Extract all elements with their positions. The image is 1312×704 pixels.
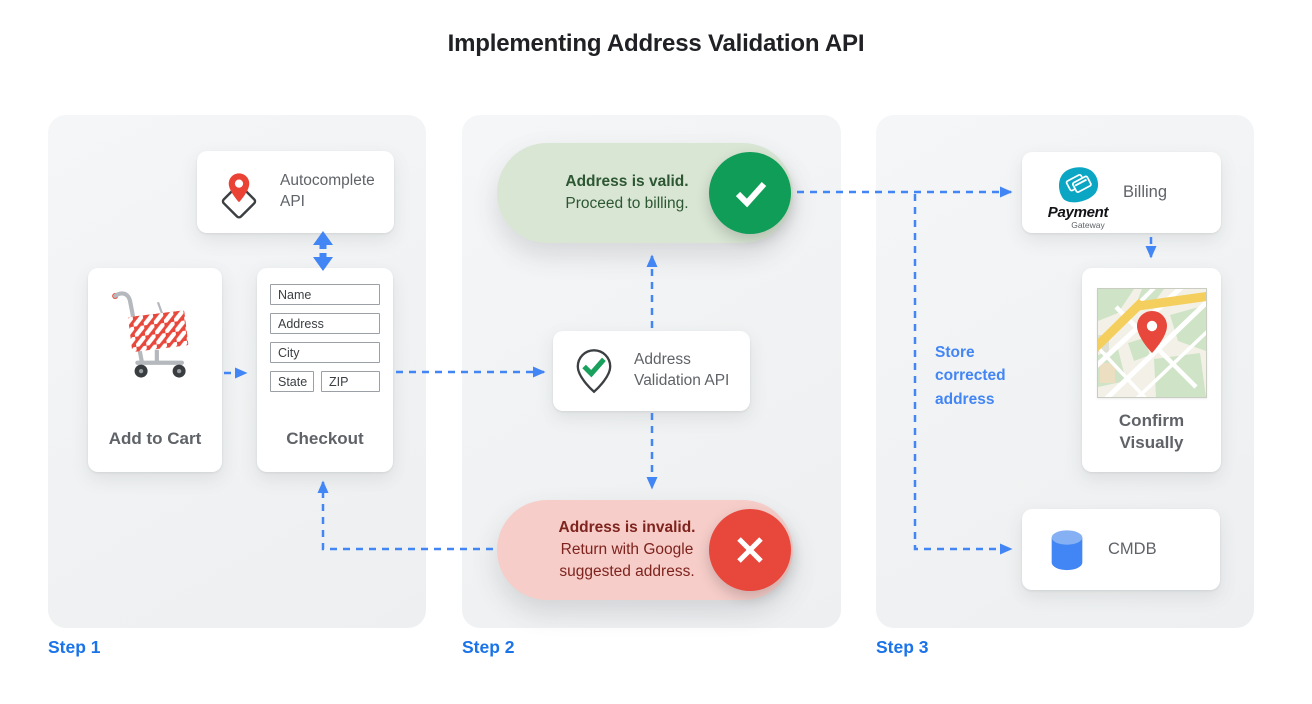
cmdb-label: CMDB (1108, 540, 1157, 559)
checkout-label: Checkout (286, 428, 364, 448)
invalid-subtitle: Return with Google suggested address. (559, 541, 695, 580)
step-2-label: Step 2 (462, 637, 515, 657)
panel-step-3: Payment Gateway Billing (876, 115, 1254, 628)
checkout-card: Name Address City State ZIP Checkout (257, 268, 393, 472)
address-valid-pill: Address is valid. Proceed to billing. (497, 143, 793, 243)
address-validation-api-label: Address Validation API (634, 351, 730, 389)
valid-title: Address is valid. (565, 173, 689, 190)
state-field[interactable]: State (270, 371, 314, 392)
add-to-cart-label: Add to Cart (108, 428, 202, 448)
cmdb-card: CMDB (1022, 509, 1220, 590)
shopping-cart-icon (104, 282, 206, 386)
checkout-form: Name Address City State ZIP (257, 268, 393, 392)
payment-logo-name: Payment (1047, 204, 1109, 221)
zip-field[interactable]: ZIP (321, 371, 380, 392)
panel-step-2: Address is valid. Proceed to billing. Ad… (462, 115, 841, 628)
map-thumbnail (1088, 281, 1213, 405)
valid-subtitle: Proceed to billing. (565, 195, 689, 212)
map-pin-diamond-icon (211, 164, 267, 220)
name-field[interactable]: Name (270, 284, 380, 305)
page-title: Implementing Address Validation API (447, 30, 865, 57)
check-icon (709, 152, 791, 234)
address-validation-api-card: Address Validation API (553, 331, 750, 411)
step-3-label: Step 3 (876, 637, 929, 657)
step-1-label: Step 1 (48, 637, 101, 657)
add-to-cart-card: Add to Cart (88, 268, 222, 472)
billing-label: Billing (1123, 183, 1168, 201)
autocomplete-api-card: Autocomplete API (197, 151, 394, 233)
payment-logo-subtitle: Gateway (1071, 220, 1105, 230)
database-icon (1044, 525, 1090, 575)
address-field[interactable]: Address (270, 313, 380, 334)
invalid-title: Address is invalid. (558, 519, 696, 536)
map-pin-check-icon (567, 344, 621, 398)
autocomplete-api-label: Autocomplete API (280, 172, 375, 210)
payment-gateway-logo: Payment Gateway (1039, 162, 1117, 230)
confirm-visually-label: Confirm Visually (1118, 410, 1185, 452)
confirm-visually-card: Confirm Visually (1082, 268, 1221, 472)
address-invalid-pill: Address is invalid. Return with Google s… (497, 500, 793, 600)
store-corrected-address-annotation: Store corrected address (935, 344, 1006, 408)
panel-step-1: Autocomplete API (48, 115, 426, 628)
city-field[interactable]: City (270, 342, 380, 363)
billing-card: Payment Gateway Billing (1022, 152, 1221, 233)
x-icon (709, 509, 791, 591)
